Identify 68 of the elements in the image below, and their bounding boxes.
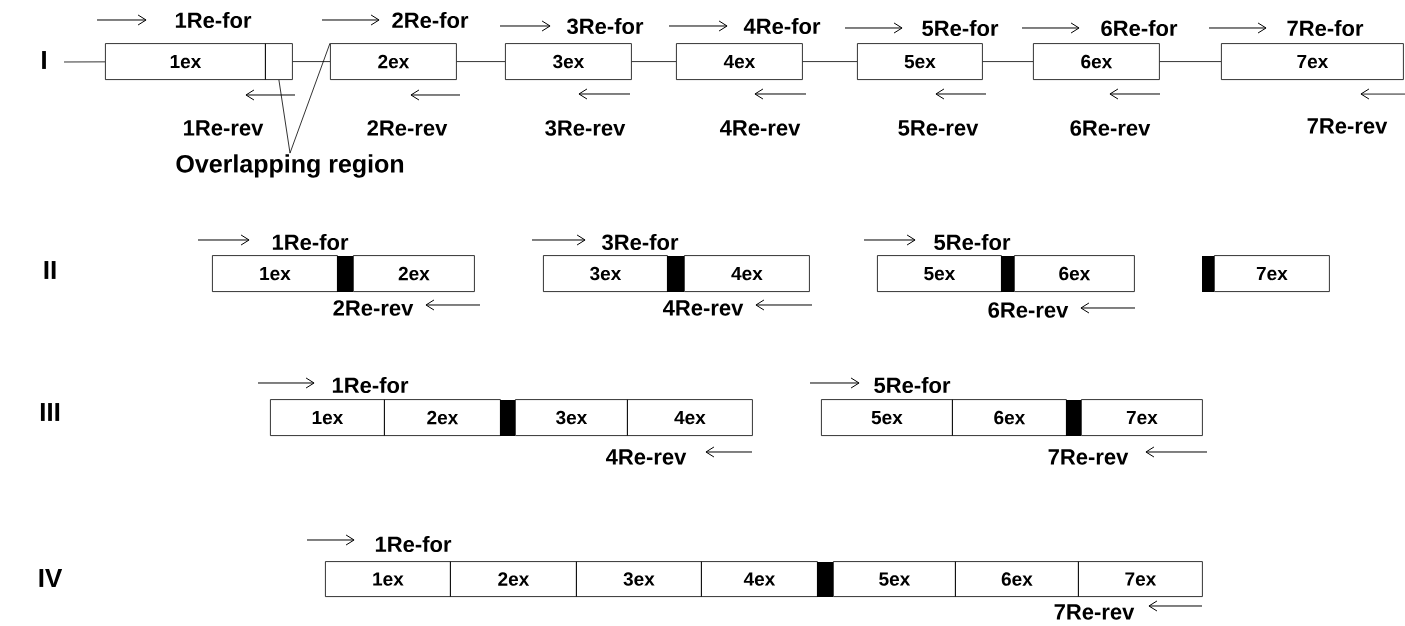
exon-box: 5ex [821, 399, 953, 436]
primer-label: 1Re-rev [184, 120, 264, 136]
exon-box: 3ex [515, 399, 628, 436]
exon-box: 4ex [684, 255, 810, 292]
exon-box: 7ex [1214, 255, 1330, 292]
primer-label: 2Re-for [392, 11, 469, 29]
exon-box: 1ex [212, 255, 338, 292]
exon-box: 5ex [877, 255, 1002, 292]
primer-label: 1Re-for [272, 233, 349, 251]
exon-box: 6ex [955, 561, 1079, 597]
primer-label: 7Re-rev [1054, 604, 1135, 620]
primer-label: 1Re-for [332, 376, 409, 394]
primer-label: 5Re-rev [898, 120, 979, 136]
primer-label: 2Re-rev [333, 300, 414, 316]
row-label: IV [39, 569, 63, 587]
leader-line [289, 42, 331, 154]
primer-label: 6Re-rev [1070, 120, 1151, 136]
exon-box: 1ex [325, 561, 451, 597]
exon-box: 4ex [627, 399, 753, 436]
exon-box: 5ex [857, 43, 983, 80]
exon-box: 2ex [353, 255, 475, 292]
primer-label: 4Re-rev [720, 120, 801, 136]
intron-line [982, 61, 1034, 62]
exon-box: 7ex [1081, 399, 1203, 436]
primer-label: 2Re-rev [367, 120, 448, 136]
overlap-box [265, 43, 293, 80]
primer-label: 5Re-for [934, 233, 1011, 251]
primer-label: 3Re-for [567, 17, 644, 35]
exon-box: 1ex [105, 43, 266, 80]
exon-box: 3ex [505, 43, 632, 80]
intron-line [802, 61, 858, 62]
exon-box: 2ex [330, 43, 457, 80]
intron-line [1159, 61, 1222, 62]
primer-label: 1Re-for [175, 11, 252, 29]
primer-label: 1Re-for [375, 535, 452, 553]
exon-box: 7ex [1078, 561, 1203, 597]
intron-line [456, 61, 506, 62]
primer-label: 4Re-rev [606, 449, 687, 465]
primer-label: 6Re-rev [988, 302, 1069, 318]
exon-box: 6ex [1033, 43, 1160, 80]
exon-box: 1ex [270, 399, 385, 436]
primer-label: 6Re-for [1101, 19, 1178, 37]
intron-line [63, 61, 106, 63]
primer-label: 4Re-for [743, 17, 821, 35]
exon-box: 6ex [952, 399, 1067, 436]
exon-box: 3ex [576, 561, 702, 597]
primer-label: 4Re-rev [663, 300, 744, 316]
primer-label: 5Re-for [922, 19, 999, 37]
exon-box: 7ex [1221, 43, 1404, 80]
row-label: III [40, 403, 60, 421]
intron-line [292, 61, 331, 62]
row-label: II [44, 261, 56, 279]
exon-box: 6ex [1014, 255, 1135, 292]
intron-line [631, 61, 677, 62]
exon-box: 4ex [676, 43, 803, 80]
primer-label: 5Re-for [874, 376, 951, 394]
primer-label: 3Re-for [602, 233, 679, 251]
exon-box: 5ex [833, 561, 956, 597]
primer-label: 7Re-rev [1307, 118, 1388, 134]
primer-label: 7Re-rev [1048, 449, 1129, 465]
exon-box: 4ex [701, 561, 818, 597]
leader-line [278, 79, 291, 154]
row-label: I [42, 51, 46, 69]
primer-label: 3Re-rev [545, 120, 626, 136]
exon-box: 2ex [384, 399, 501, 436]
exon-box: 2ex [450, 561, 577, 597]
exon-box: 3ex [543, 255, 668, 292]
annotation-text: Overlapping region [176, 154, 404, 178]
